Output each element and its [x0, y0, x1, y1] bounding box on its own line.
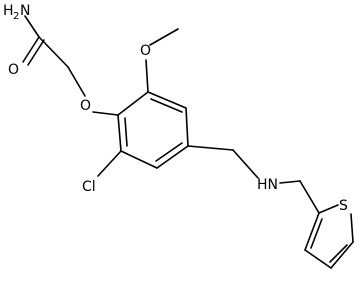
thiophene-bond-c3-c2: [304, 212, 320, 251]
bond-ring-methoxy-o: [145, 59, 149, 93]
bond-c-ch2: [38, 36, 69, 68]
atom-thiophene-s: S: [339, 198, 348, 214]
bond-nh-ch2: [279, 180, 301, 184]
bond-methoxy-ch3: [149, 28, 179, 46]
bond-ch2-o: [67, 66, 86, 97]
atom-carbonyl-o: O: [8, 62, 19, 78]
bond-ring-ch2: [187, 145, 234, 151]
bond-ch2-thiophene: [299, 180, 320, 214]
atom-amine-nh: HN: [257, 177, 278, 193]
ring-bond-2-inner: [150, 98, 183, 113]
thiophene-bond-c4-c3: [304, 249, 332, 269]
bond-amide-c-n: [24, 15, 40, 38]
bond-ring-cl: [97, 150, 122, 177]
ring-bond-1: [117, 91, 149, 116]
thiophene-bond-s-c5: [350, 213, 354, 243]
bond-carbonyl-double-a: [22, 36, 40, 63]
atom-chloro: Cl: [82, 179, 96, 195]
ring-bond-2: [147, 91, 187, 109]
thiophene-bond-c3-inner: [310, 218, 323, 249]
ring-bond-4: [156, 145, 189, 169]
ring-bond-4-inner: [155, 142, 183, 162]
ring-bond-5: [120, 150, 158, 169]
ring-bond-3: [185, 107, 189, 147]
ring-bond-6: [117, 114, 122, 152]
bond-o-ring: [92, 111, 119, 116]
atom-amine-h: H: [3, 3, 14, 19]
atom-methoxy-o: O: [140, 43, 151, 59]
bond-carbonyl-double-b: [27, 39, 45, 66]
thiophene-bond-c4-inner: [329, 244, 348, 263]
atom-amine-subscript: 2: [13, 11, 19, 22]
thiophene-bond-c5-c4: [330, 241, 354, 269]
thiophene-bond-c2-s: [318, 204, 339, 214]
atom-ether-o: O: [80, 98, 91, 114]
atom-amine-n: N: [20, 3, 30, 19]
bond-ch2-nh: [232, 149, 259, 179]
ring-bond-6-inner: [124, 117, 128, 147]
